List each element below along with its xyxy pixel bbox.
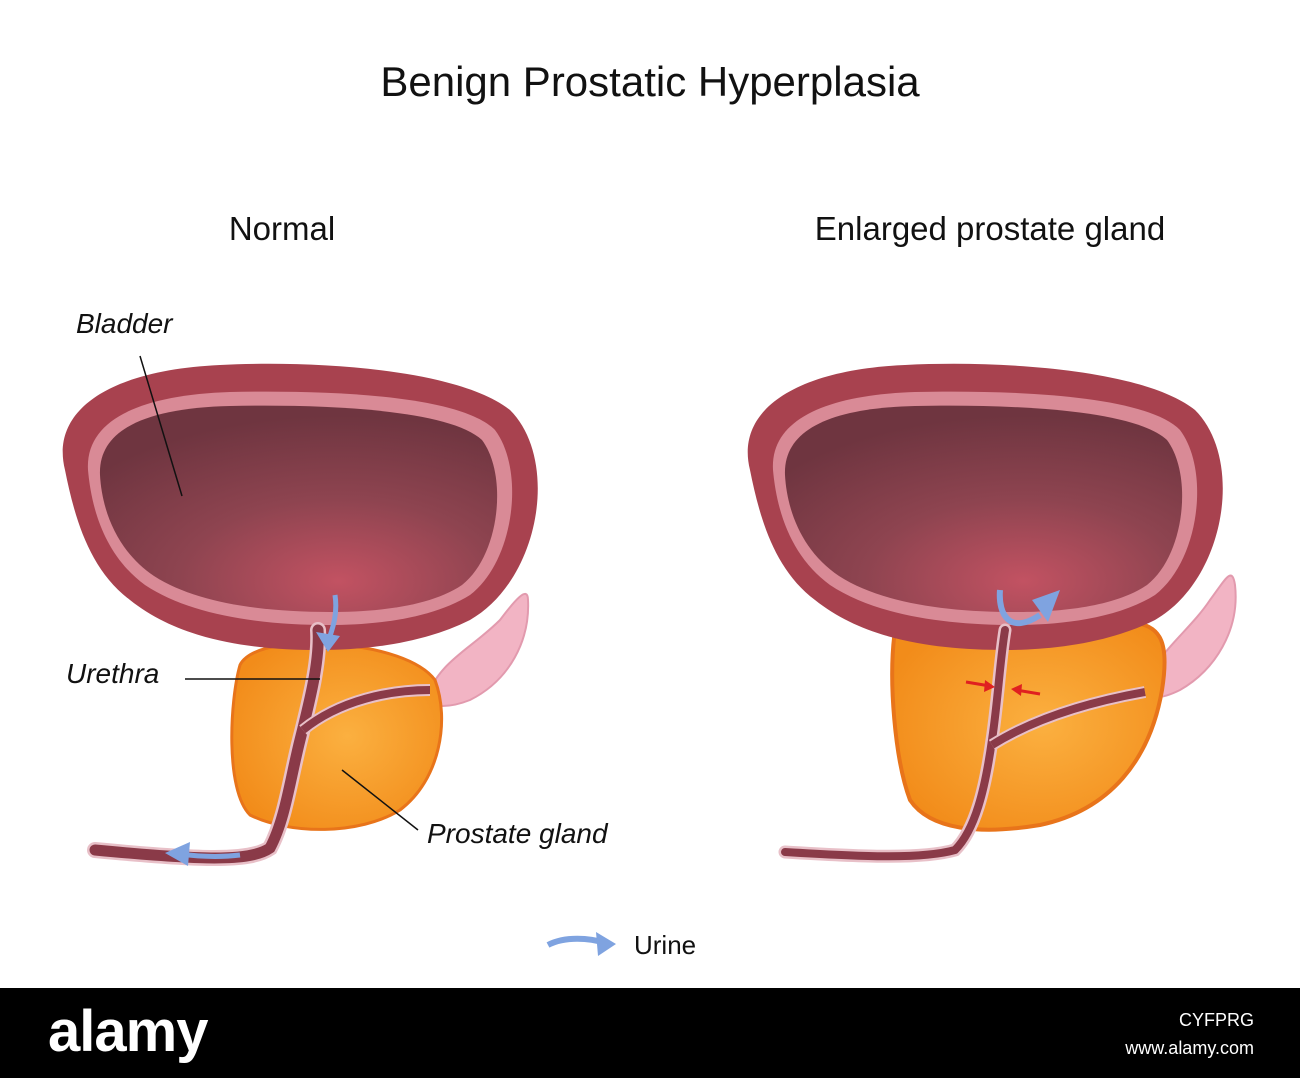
- normal-diagram: [62, 355, 538, 866]
- bladder-lumen: [99, 405, 498, 612]
- anatomy-diagram: [62, 355, 1237, 956]
- prostate-gland: [230, 641, 444, 831]
- brand-logo: alamy: [48, 999, 208, 1064]
- legend-urine-label: Urine: [634, 930, 697, 960]
- enlarged-panel-title: Enlarged prostate gland: [814, 210, 1166, 247]
- urine-backflow-arrow: [996, 589, 1042, 627]
- urine-arrow-out: [179, 851, 241, 860]
- page-title: Benign Prostatic Hyperplasia: [380, 58, 920, 105]
- legend-urine-arrow: [546, 932, 616, 956]
- footer-bar: alamy CYFPRG www.alamy.com: [0, 988, 1300, 1078]
- seminal-vesicle: [423, 592, 530, 707]
- bladder-lumen-enlarged: [784, 405, 1183, 612]
- bladder-label: Bladder: [76, 308, 173, 339]
- prostate-gland-label: Prostate gland: [427, 818, 608, 849]
- enlarged-diagram: [747, 363, 1237, 863]
- site-url: www.alamy.com: [1125, 1038, 1254, 1058]
- normal-panel-title: Normal: [228, 210, 336, 247]
- urethra-label: Urethra: [66, 658, 160, 689]
- image-id: CYFPRG: [1178, 1010, 1254, 1030]
